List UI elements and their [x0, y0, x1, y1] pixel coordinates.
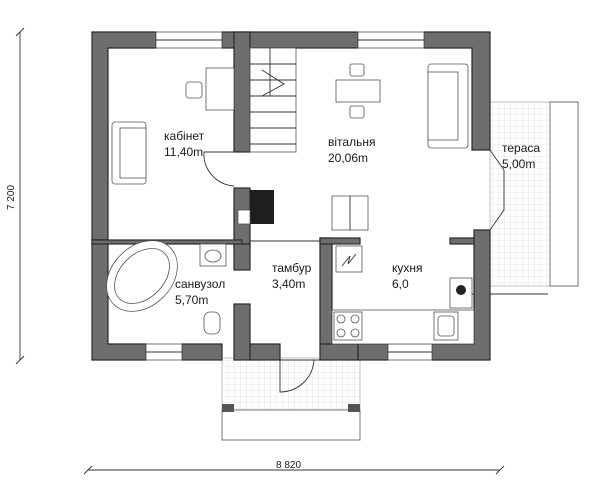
staircase: [249, 47, 297, 153]
bathroom-fixtures: [106, 240, 227, 335]
room-name-kitchen: кухня: [392, 261, 423, 275]
room-area-office: 11,40m: [164, 145, 203, 159]
doors: [203, 149, 505, 393]
room-area-vestibule: 3,40m: [272, 277, 305, 291]
terrace: [472, 101, 579, 298]
office-furniture: [111, 67, 235, 185]
room-area-bathroom: 5,70m: [175, 293, 208, 307]
room-name-bathroom: санвузол: [175, 277, 225, 291]
room-name-terrace: тераса: [502, 141, 540, 155]
room-name-living: вітальня: [328, 135, 375, 149]
room-area-terrace: 5,00m: [502, 157, 535, 171]
height-dimension: 7 200: [6, 185, 17, 210]
room-name-office: кабінет: [164, 129, 205, 143]
room-area-kitchen: 6,0: [392, 277, 409, 291]
entrance-porch: [221, 357, 361, 441]
dimension-lines: [15, 27, 505, 475]
room-area-living: 20,06m: [328, 151, 368, 165]
width-dimension: 8 820: [276, 460, 301, 471]
kitchen-fixtures: [331, 245, 475, 345]
room-name-vestibule: тамбур: [272, 261, 312, 275]
living-furniture: [237, 63, 469, 231]
interior-walls: [91, 31, 475, 345]
windows: [145, 31, 433, 361]
